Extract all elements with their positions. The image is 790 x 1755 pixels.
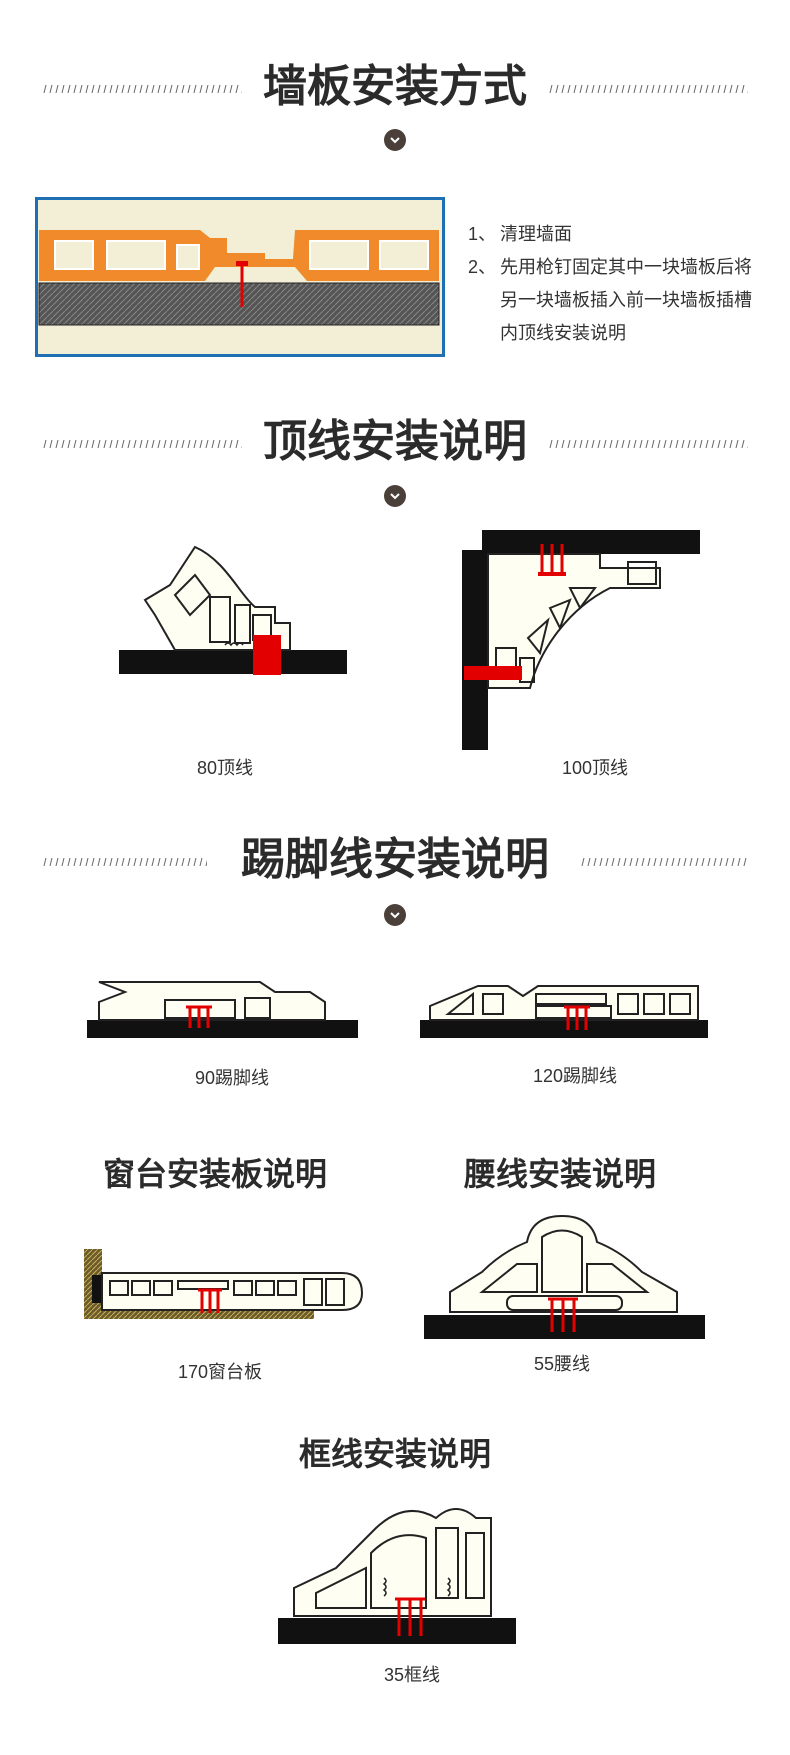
baseboard-120-caption: 120踢脚线 (532, 1066, 618, 1086)
frame-line-title: 框线安装说明 (298, 1435, 491, 1473)
heading-left-decoration (42, 85, 242, 93)
installation-steps: 1、 清理墙面 2、 先用枪钉固定其中一块墙板后将另一块墙板插入前一块墙板插槽内… (468, 218, 768, 350)
waist-line-diagram (424, 1214, 705, 1339)
frame-line-diagram (278, 1508, 516, 1644)
section-title: 顶线安装说明 (263, 416, 527, 467)
crown-100-caption: 100顶线 (561, 758, 629, 778)
chevron-down-icon (384, 904, 406, 926)
chevron-down-icon (384, 485, 406, 507)
baseboard-90-caption: 90踢脚线 (194, 1068, 270, 1088)
crown-80-diagram (119, 545, 347, 675)
baseboard-90-diagram (87, 981, 358, 1038)
heading-right-decoration (580, 858, 748, 866)
window-sill-caption: 170窗台板 (177, 1362, 263, 1382)
section-title: 踢脚线安装说明 (241, 834, 549, 885)
section-title: 墙板安装方式 (263, 61, 527, 112)
chevron-down-icon (384, 129, 406, 151)
crown-80-caption: 80顶线 (196, 758, 254, 778)
heading-wall-panel: 墙板安装方式 (0, 57, 790, 117)
heading-left-decoration (42, 440, 242, 448)
heading-crown: 顶线安装说明 (0, 412, 790, 472)
step-item: 2、 先用枪钉固定其中一块墙板后将另一块墙板插入前一块墙板插槽内顶线安装说明 (468, 257, 752, 343)
window-sill-title: 窗台安装板说明 (102, 1155, 327, 1193)
heading-baseboard: 踢脚线安装说明 (0, 830, 790, 890)
wall-panel-diagram (35, 197, 445, 357)
heading-right-decoration (548, 85, 748, 93)
waist-line-caption: 55腰线 (533, 1354, 591, 1374)
step-item: 1、 清理墙面 (468, 224, 572, 244)
window-sill-diagram (84, 1249, 364, 1319)
crown-100-diagram (462, 530, 700, 750)
baseboard-120-diagram (420, 985, 708, 1038)
heading-left-decoration (42, 858, 207, 866)
heading-right-decoration (548, 440, 748, 448)
frame-line-caption: 35框线 (383, 1665, 441, 1685)
waist-line-title: 腰线安装说明 (463, 1155, 656, 1193)
